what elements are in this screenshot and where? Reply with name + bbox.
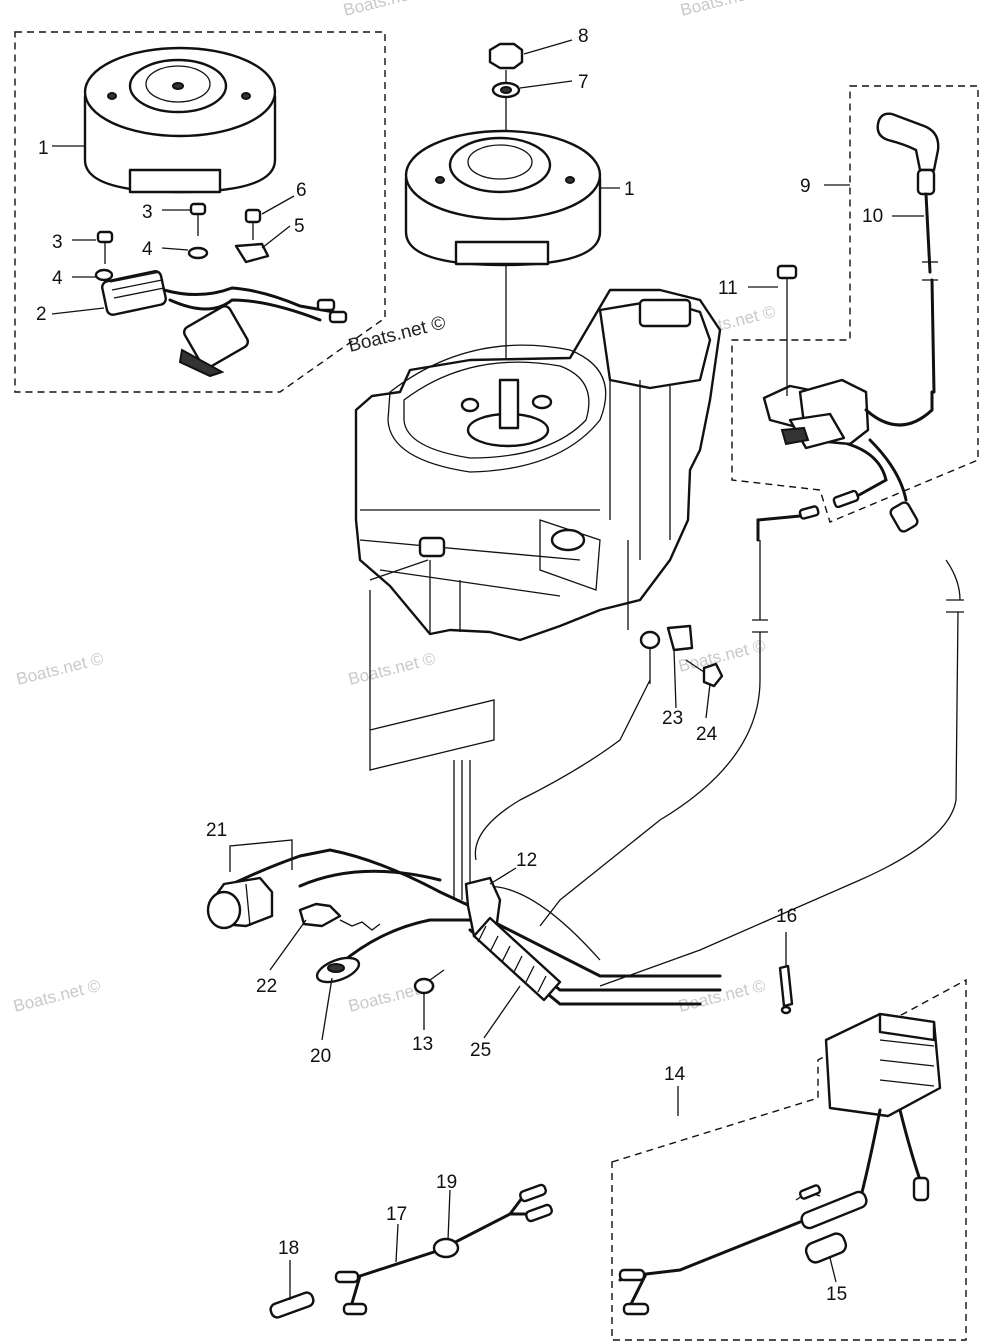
callout-14: 14 [664, 1064, 686, 1085]
rectifier-harness-part [618, 1184, 868, 1316]
callout-13: 13 [412, 1034, 433, 1055]
coil-bolt-part [776, 264, 798, 396]
callout-4-right: 4 [142, 239, 153, 260]
engine-block-part [354, 288, 722, 642]
watermark-top-left: Boats.net © [341, 0, 432, 20]
rectifier-part [818, 1012, 942, 1212]
callout-22: 22 [256, 976, 277, 997]
callout-19: 19 [436, 1172, 457, 1193]
callouts: 1 1 2 3 3 4 4 5 6 7 8 9 10 11 12 13 14 1… [36, 26, 883, 1305]
ground-terminal-part [627, 540, 724, 688]
callout-18: 18 [278, 1238, 299, 1259]
flywheel-kit-part [83, 46, 277, 194]
watermark-lower-left: Boats.net © [11, 976, 102, 1016]
callout-3-right: 3 [142, 202, 153, 223]
flywheel-nut-washer [488, 42, 524, 380]
callout-1: 1 [624, 179, 635, 200]
watermark-lower-right: Boats.net © [676, 976, 767, 1016]
callout-5: 5 [294, 216, 305, 237]
callout-9: 9 [800, 176, 811, 197]
callout-4-left: 4 [52, 268, 63, 289]
callout-16: 16 [776, 906, 797, 927]
watermark-top-right: Boats.net © [678, 0, 769, 20]
stop-button-grommet-part [315, 956, 361, 984]
callout-17: 17 [386, 1204, 407, 1225]
callout-2: 2 [36, 304, 47, 325]
stator-kit-part [101, 270, 348, 378]
terminal-16-part [778, 964, 794, 1015]
callout-11: 11 [718, 278, 738, 299]
watermark-center: Boats.net © [346, 649, 437, 689]
flywheel-part [404, 129, 602, 267]
callout-10: 10 [862, 206, 883, 227]
stop-switch-part [206, 876, 274, 930]
harness-screw-part [413, 969, 445, 995]
callout-8: 8 [578, 26, 589, 47]
group-box-stator-kit [14, 31, 386, 393]
convoluted-tube-part [472, 916, 562, 1002]
callout-3-left: 3 [52, 232, 63, 253]
extension-harness-part [334, 1183, 553, 1316]
projection-lines [369, 559, 495, 771]
lanyard-clip-part [298, 902, 381, 931]
spark-plug-lead-part [876, 112, 940, 394]
fuse-part [804, 1232, 848, 1264]
callout-7: 7 [578, 72, 589, 93]
callout-20: 20 [310, 1046, 331, 1067]
kit-screws-washers [94, 202, 270, 282]
callout-23: 23 [662, 708, 683, 729]
callout-leaders [51, 39, 924, 1300]
ignition-coil-part [762, 378, 934, 533]
callout-1-kit: 1 [38, 138, 49, 159]
callout-12: 12 [516, 850, 537, 871]
watermark-left: Boats.net © [14, 649, 105, 689]
sleeve-part [269, 1291, 315, 1319]
callout-21: 21 [206, 820, 227, 841]
group-box-rectifier-kit [611, 978, 967, 1341]
callout-25: 25 [470, 1040, 491, 1061]
callout-24: 24 [696, 724, 718, 745]
callout-6: 6 [296, 180, 307, 201]
callout-15: 15 [826, 1284, 847, 1305]
group-box-ignition-coil-kit [731, 85, 979, 523]
